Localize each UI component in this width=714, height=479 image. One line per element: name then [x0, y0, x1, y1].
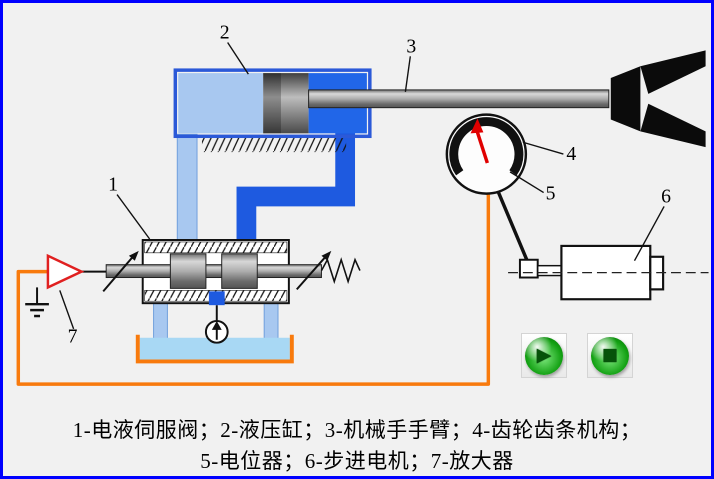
piston-rod-arm: [308, 50, 706, 148]
play-icon: ▶: [536, 344, 552, 366]
solenoid-arrow-right: [296, 255, 328, 291]
motor-coupling: [518, 258, 539, 279]
legend-line-2: 5-电位器；6-步进电机；7-放大器: [200, 449, 514, 473]
play-button[interactable]: ▶: [525, 336, 563, 375]
stop-icon: ■: [601, 345, 619, 365]
dial-needle-tip: [470, 118, 484, 134]
solenoid-arrow-left: [102, 256, 134, 292]
label-4: 4: [566, 143, 576, 165]
servo-valve: [102, 239, 361, 306]
play-button-tile: ▶: [521, 333, 567, 378]
leader-line-2: [227, 42, 249, 75]
callouts: 1 2 3 4 5 6 7: [59, 22, 671, 348]
leader-line-6: [633, 206, 665, 262]
label-5: 5: [546, 183, 556, 205]
solenoid-arrow-left-head: [128, 250, 139, 261]
valve-spool-land-left: [169, 253, 207, 289]
stop-button[interactable]: ■: [591, 336, 629, 375]
leader-line-7: [59, 290, 75, 330]
tank-fluid: [139, 337, 290, 360]
hydraulic-pipes: [176, 132, 356, 244]
leader-line-3: [404, 56, 412, 92]
leader-line-1: [116, 194, 151, 240]
oil-tank-assembly: [135, 302, 294, 364]
valve-hatch-top: [144, 241, 288, 254]
cylinder-chamber-left: [178, 73, 264, 134]
pressure-pipe-elbow: [236, 132, 356, 243]
servo-system-diagram: 1 2 3 4 5 6 7: [16, 22, 709, 386]
stop-button-tile: ■: [587, 333, 633, 378]
return-pipe: [176, 133, 198, 244]
legend-line-1: 1-电液伺服阀；2-液压缸；3-机械手手臂；4-齿轮齿条机构；: [72, 418, 642, 442]
valve-spool-land-right: [221, 253, 258, 289]
valve-pressure-port: [208, 291, 225, 306]
legend-caption: 1-电液伺服阀；2-液压缸；3-机械手手臂；4-齿轮齿条机构； 5-电位器；6-…: [3, 415, 711, 476]
label-1: 1: [108, 174, 118, 196]
gear-potentiometer-dial: [445, 113, 531, 266]
dial-arc: [449, 117, 524, 176]
leader-line-4: [522, 141, 564, 155]
amplifier: [25, 253, 107, 318]
motor-shaft: [536, 264, 563, 277]
valve-spool-shaft: [105, 264, 322, 279]
crank-link: [493, 184, 531, 266]
gripper-lower-jaw: [640, 103, 706, 148]
dial-circle: [445, 113, 528, 195]
amplifier-triangle: [46, 253, 85, 290]
piston-rod: [308, 89, 610, 109]
leader-line-5: [509, 171, 544, 194]
gripper-collar: [610, 66, 641, 132]
cylinder-piston-shade: [263, 73, 281, 134]
ground-symbol: [25, 287, 49, 318]
solenoid-arrow-right-head: [321, 250, 332, 261]
cylinder-piston: [263, 73, 309, 134]
label-3: 3: [406, 35, 416, 57]
dial-needle: [474, 128, 489, 164]
tank-outline: [135, 334, 294, 364]
pump-arrow-head: [211, 320, 222, 330]
valve-spring: [320, 257, 361, 285]
feedback-wire: [16, 192, 491, 386]
gripper-upper-jaw: [640, 50, 706, 94]
label-2: 2: [220, 22, 230, 44]
label-6: 6: [661, 185, 671, 207]
stepper-motor: [508, 244, 709, 301]
label-7: 7: [68, 326, 78, 348]
mount-hatching: [201, 137, 347, 153]
